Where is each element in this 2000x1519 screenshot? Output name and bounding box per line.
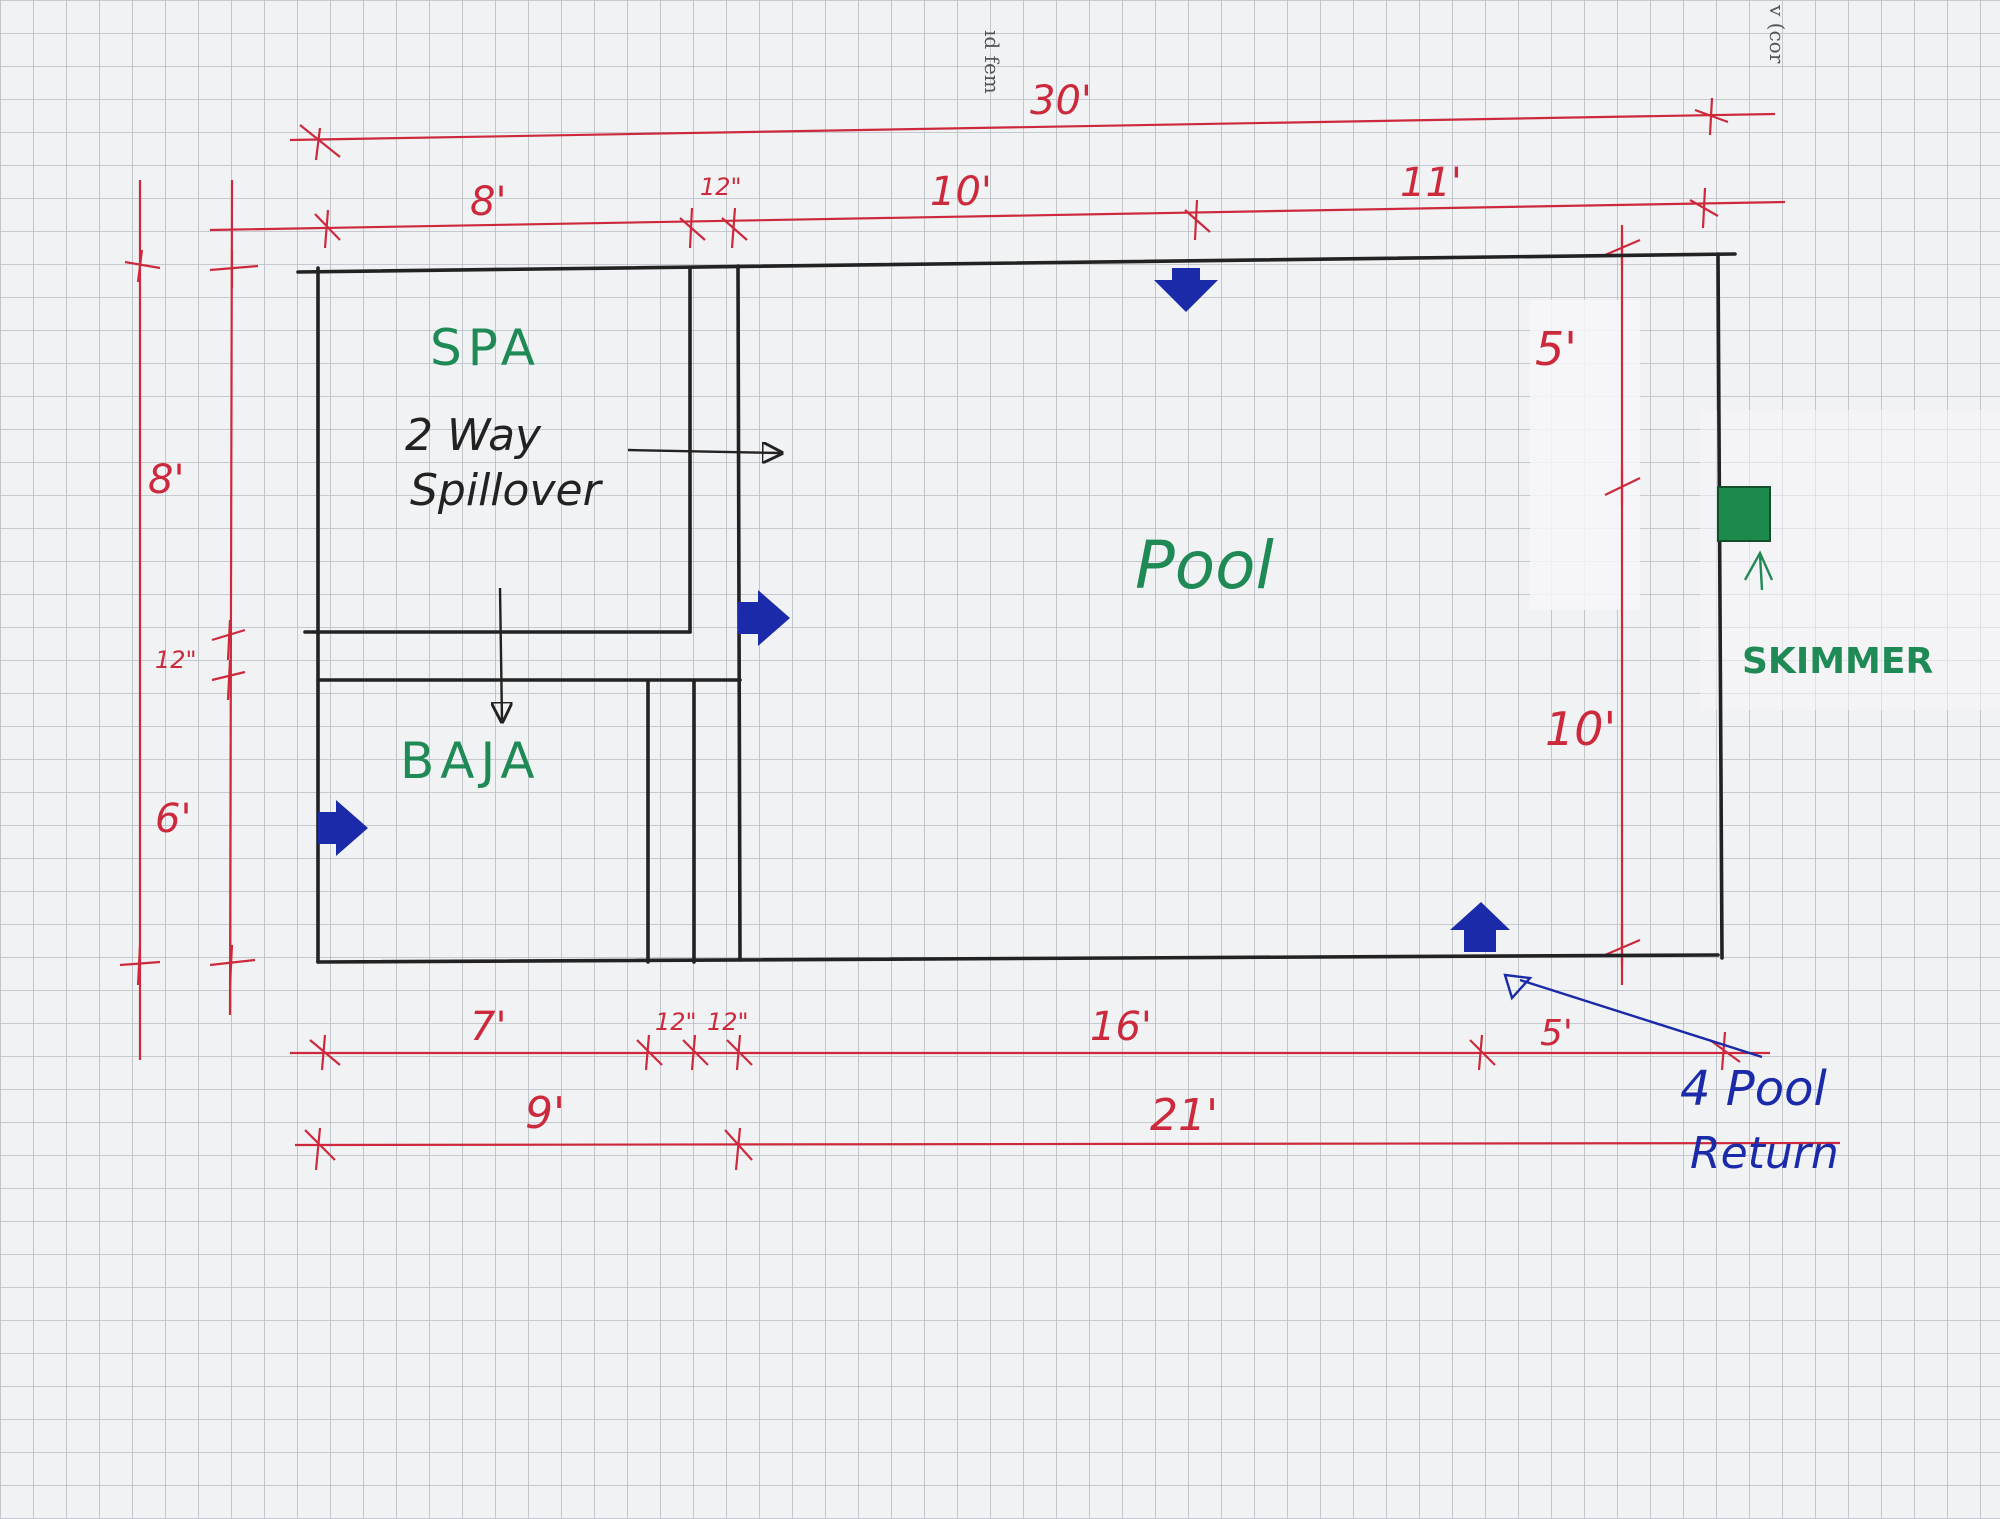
dimension-lines — [119, 97, 1841, 1171]
baja-label: BAJA — [400, 732, 541, 790]
dim-left-spa: 8' — [148, 457, 184, 503]
spa-label: SPA — [430, 319, 541, 377]
return-line1: 4 Pool — [1680, 1061, 1827, 1117]
dim-bottom-pool: 16' — [1090, 1004, 1152, 1050]
return-label: 4 Pool Return — [1680, 1061, 1839, 1179]
skimmer-box-icon — [1717, 486, 1771, 542]
pool-label: Pool — [1135, 527, 1275, 604]
spillover-arrow-right — [627, 450, 780, 453]
dim-bottom-total-right: 21' — [1150, 1090, 1218, 1141]
skimmer-pointer — [1743, 550, 1774, 591]
edge-text-right: v (cor — [1765, 4, 1789, 64]
spillover-arrow-down — [500, 587, 502, 720]
dim-top-mid: 10' — [930, 169, 992, 215]
dim-top-spa: 8' — [470, 179, 506, 225]
paper-patch — [1700, 410, 2000, 710]
dim-bottom-wall-1: 12" — [655, 1008, 697, 1036]
dim-bottom-right: 5' — [1540, 1013, 1573, 1054]
dimension-labels: 30' 8' 12" 10' 11' 8' 12" 6' 5' 10' 7' 1… — [148, 78, 1616, 1141]
dim-left-wall: 12" — [155, 646, 197, 674]
dim-top-right: 11' — [1400, 160, 1462, 206]
spillover-line2: Spillover — [410, 465, 604, 516]
dim-right-top: 5' — [1535, 322, 1577, 376]
dim-top-wall: 12" — [700, 173, 742, 201]
dim-left-baja: 6' — [155, 796, 191, 842]
return-arrow-icon — [1154, 268, 1218, 312]
dim-right-bottom: 10' — [1545, 702, 1616, 756]
spillover-arrows — [500, 450, 780, 720]
dim-bottom-total-left: 9' — [525, 1088, 565, 1139]
edge-text-left: ıd fem — [980, 30, 1004, 94]
return-arrows — [318, 268, 1510, 952]
skimmer-label: SKIMMER — [1742, 641, 1933, 682]
area-labels: SPA BAJA Pool SKIMMER — [400, 319, 1933, 790]
spillover-label: 2 Way Spillover — [405, 410, 604, 516]
return-arrow-icon — [738, 590, 790, 646]
return-line2: Return — [1690, 1128, 1839, 1179]
spillover-line1: 2 Way — [405, 410, 542, 461]
return-arrow-icon — [1450, 902, 1510, 952]
top-edge — [296, 252, 1737, 274]
dim-top-overall: 30' — [1030, 78, 1092, 124]
right-edge — [1716, 252, 1724, 960]
dim-bottom-wall-2: 12" — [707, 1008, 749, 1036]
return-arrow-icon — [318, 800, 368, 856]
return-pointer — [1503, 973, 1763, 1059]
dim-bottom-baja: 7' — [470, 1004, 506, 1050]
bottom-edge — [316, 953, 1720, 964]
